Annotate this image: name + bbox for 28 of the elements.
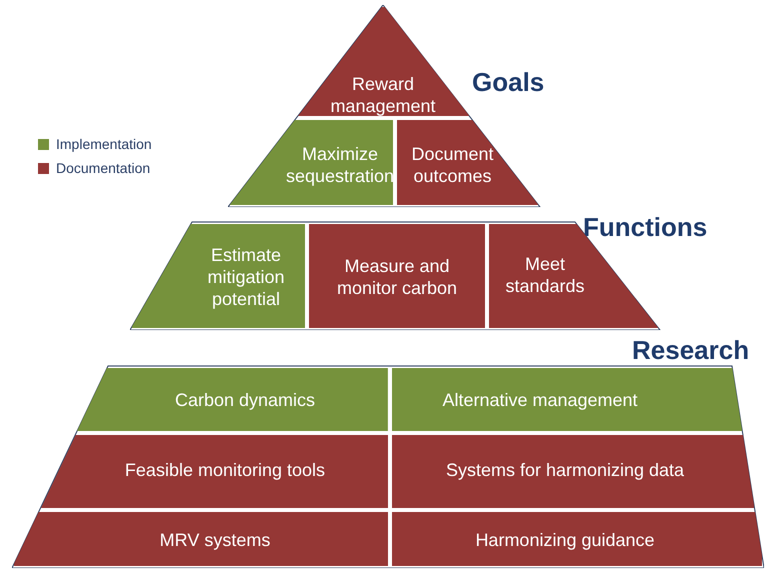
cell-label: Maximize sequestration [285,143,395,188]
pyramid-cell [230,120,393,205]
cell-label: Meet standards [504,253,586,298]
legend-label: Implementation [56,136,152,152]
tier-heading: Goals [472,66,544,98]
pyramid-cell [397,120,538,205]
pyramid-cell [40,435,388,508]
cell-label: Estimate mitigation potential [206,244,286,311]
tier-heading: Research [632,334,750,366]
tier-heading: Functions [583,211,708,243]
cell-label: MRV systems [158,529,272,552]
pyramid-cell [392,435,754,508]
pyramid-cell [392,512,762,566]
cell-label: Document outcomes [410,143,495,188]
cell-label: Harmonizing guidance [474,529,656,552]
cell-label: Alternative management [441,389,639,412]
cell-label: Measure and monitor carbon [336,255,458,300]
cell-label: Reward management [329,73,437,118]
pyramid-cell [298,7,470,116]
cell-label: Systems for harmonizing data [444,459,686,482]
pyramid-cell [77,368,388,431]
pyramid-cell [132,224,305,328]
pyramid-cell [14,512,388,566]
cell-label: Feasible monitoring tools [124,459,326,482]
pyramid-cell [392,368,742,431]
legend-label: Documentation [56,160,150,176]
cell-label: Carbon dynamics [174,389,316,412]
pyramid-cell [309,224,485,328]
